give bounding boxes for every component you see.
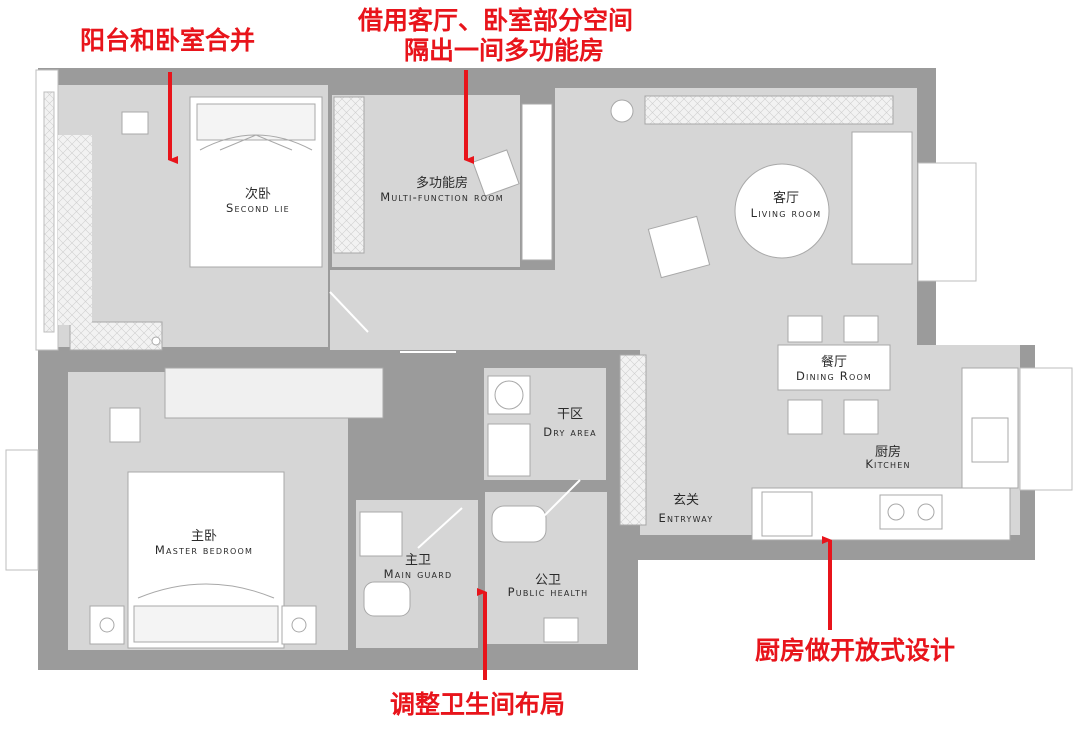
annotation-balcony-merge: 阳台和卧室合并 — [80, 26, 256, 55]
door-swings — [329, 291, 581, 549]
annotation-multi-room-line1: 借用客厅、卧室部分空间 — [358, 6, 634, 35]
dry-area-label-cn: 干区 — [557, 407, 583, 422]
living-room-furniture — [610, 95, 913, 279]
main-guard-label-en: Main guard — [384, 567, 453, 581]
annotation-multi-room-line2: 隔出一间多功能房 — [404, 36, 605, 65]
master-bedroom-label-cn: 主卧 — [191, 529, 217, 544]
entryway-label-en: Entryway — [659, 511, 714, 525]
annotation-bathroom-adjust: 调整卫生间布局 — [390, 690, 566, 719]
window-right-living — [917, 162, 977, 282]
multi-function-label-en: Multi-function room — [380, 190, 504, 204]
public-health-label-en: Public health — [508, 585, 589, 599]
second-bedroom-furniture — [58, 96, 323, 351]
living-room-label-cn: 客厅 — [773, 190, 799, 206]
second-bedroom-label-en: Second lie — [226, 201, 290, 215]
kitchen-label-cn: 厨房 — [875, 444, 901, 460]
kitchen-label-en: Kitchen — [865, 457, 910, 471]
annotation-arrows — [168, 70, 832, 680]
bathroom-fixtures — [359, 505, 579, 643]
room-labels: 次卧 Second lie 多功能房 Multi-function room 客… — [155, 175, 910, 599]
multi-function-furniture — [333, 96, 553, 261]
corridor-floor — [330, 270, 590, 350]
dining-set — [777, 315, 891, 435]
living-room-label-en: Living room — [751, 206, 822, 220]
second-bedroom-label-cn: 次卧 — [245, 186, 271, 202]
master-bedroom-furniture — [89, 367, 384, 649]
main-guard-label-cn: 主卫 — [405, 553, 431, 568]
window-left-lower — [5, 449, 39, 571]
public-health-label-cn: 公卫 — [535, 573, 561, 588]
dining-room-label-cn: 餐厅 — [821, 354, 847, 370]
multi-function-label-cn: 多功能房 — [416, 175, 468, 191]
kitchen-furniture — [751, 367, 1019, 541]
entryway-label-cn: 玄关 — [673, 493, 699, 508]
entry-cabinet — [619, 354, 647, 526]
dry-area-label-en: Dry area — [543, 425, 597, 439]
annotation-kitchen-open: 厨房做开放式设计 — [755, 636, 956, 665]
balcony-left — [35, 69, 59, 351]
dining-room-label-en: Dining Room — [796, 369, 872, 383]
dry-area-fixtures — [487, 375, 531, 477]
window-right-kitchen — [1019, 367, 1073, 491]
master-bedroom-label-en: Master bedroom — [155, 543, 253, 557]
